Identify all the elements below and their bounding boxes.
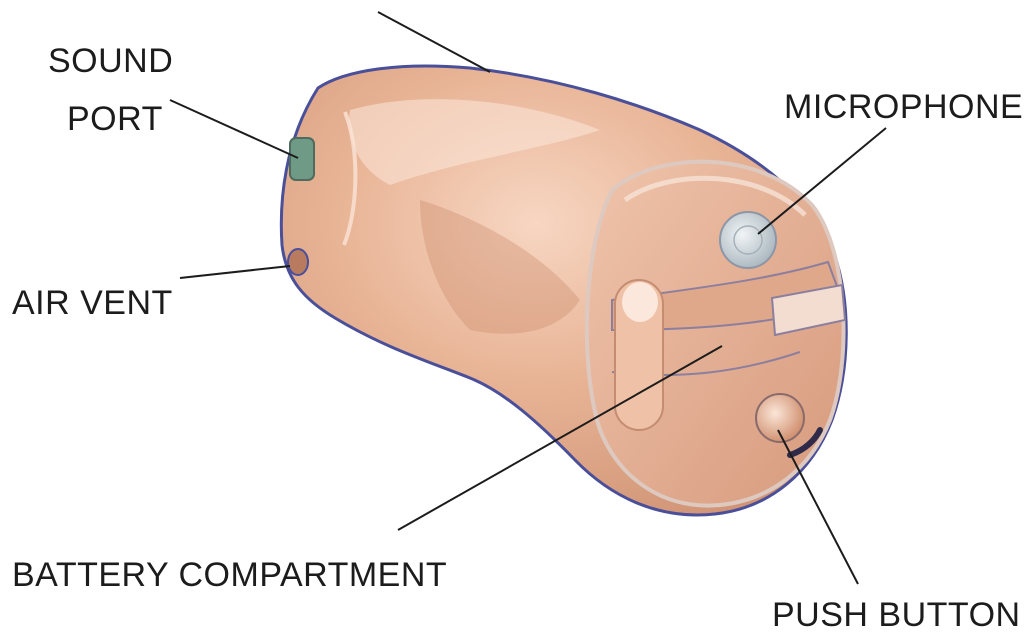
microphone-port — [720, 212, 776, 268]
label-microphone: MICROPHONE — [784, 90, 1023, 124]
leader-line-air-vent — [180, 266, 290, 278]
leader-line-push-button — [778, 430, 858, 584]
label-air-vent: AIR VENT — [12, 286, 173, 320]
label-sound-port-line1: SOUND — [48, 44, 173, 78]
label-sound-port-line2: PORT — [67, 102, 163, 136]
leader-line-sound-port — [170, 100, 298, 158]
sound-port — [290, 138, 314, 180]
label-battery-compartment: BATTERY COMPARTMENT — [12, 558, 447, 592]
leader-line-top — [378, 12, 490, 72]
air-vent — [288, 249, 308, 275]
battery-pull-tab-highlight — [622, 282, 658, 322]
label-push-button: PUSH BUTTON — [772, 598, 1021, 632]
